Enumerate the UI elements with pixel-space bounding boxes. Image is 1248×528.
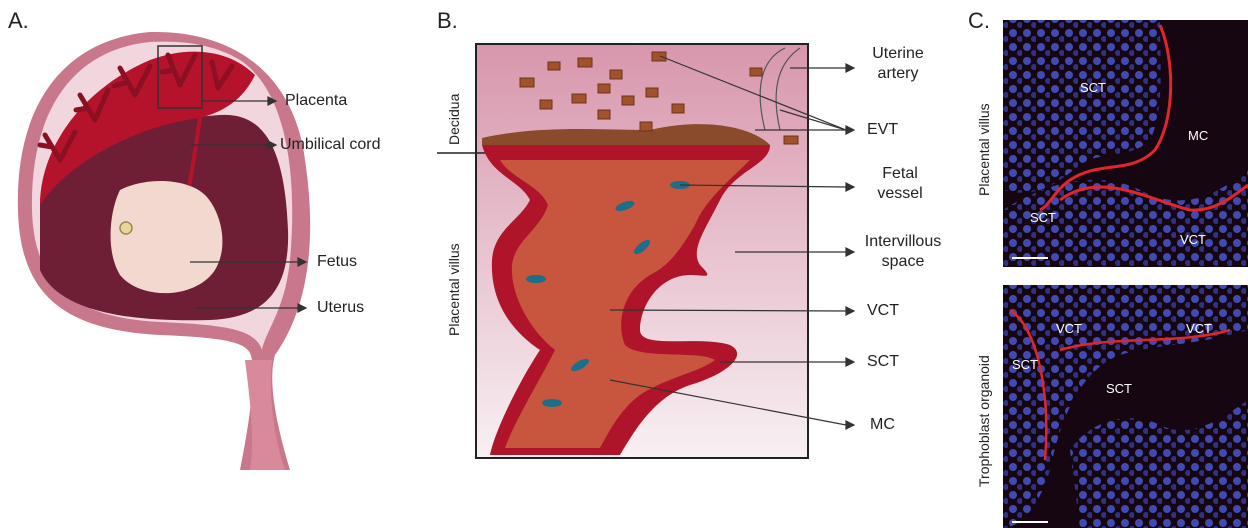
bottom-sct1-label: SCT [1012,357,1038,372]
bottom-vct1-label: VCT [1056,321,1082,336]
micrograph-top-side-label: Placental villus [976,103,992,196]
top-vct-label: VCT [1180,232,1206,247]
top-sct1-label: SCT [1080,80,1106,95]
bottom-vct2-label: VCT [1186,321,1212,336]
micrograph-bottom-side-label: Trophoblast organoid [976,355,992,487]
top-mc-label: MC [1188,128,1208,143]
bottom-sct2-label: SCT [1106,381,1132,396]
top-sct2-label: SCT [1030,210,1056,225]
